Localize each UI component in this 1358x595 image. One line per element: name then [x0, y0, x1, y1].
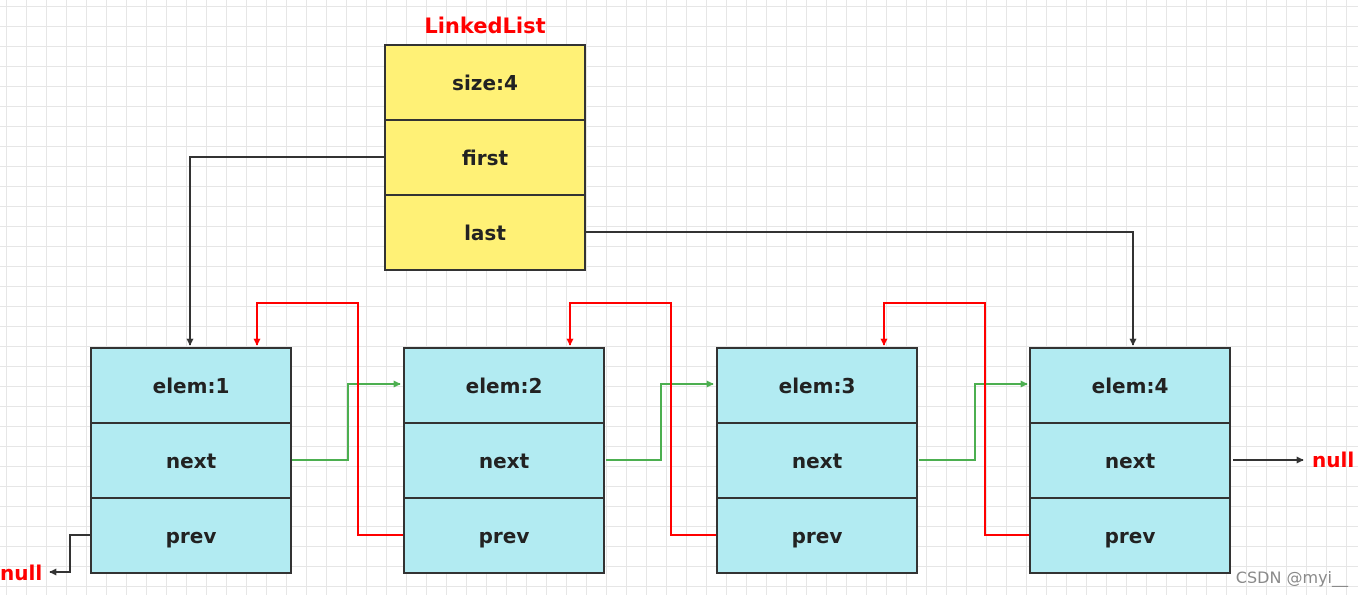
node-1-prev: prev	[90, 497, 292, 574]
size-field: size:4	[384, 44, 586, 121]
head-null-label: null	[0, 561, 43, 585]
first-field: first	[384, 119, 586, 196]
node-1-next: next	[90, 422, 292, 499]
prev-arrow-3-to-2	[566, 302, 716, 536]
last-field: last	[384, 194, 586, 271]
prev-arrow-4-to-3	[880, 302, 1029, 536]
node-1-elem: elem:1	[90, 347, 292, 424]
first-pointer-arrow	[186, 156, 384, 346]
node-3-prev: prev	[716, 497, 918, 574]
node-4-elem: elem:4	[1029, 347, 1231, 424]
node-2-elem: elem:2	[403, 347, 605, 424]
prev-arrow-2-to-1	[253, 302, 403, 536]
watermark: CSDN @myi__	[1235, 568, 1348, 587]
next-arrow-1-to-2	[292, 380, 401, 461]
node-4-next: next	[1029, 422, 1231, 499]
node-4-prev: prev	[1029, 497, 1231, 574]
next-arrow-2-to-3	[606, 380, 714, 461]
node-3-elem: elem:3	[716, 347, 918, 424]
node-2-prev: prev	[403, 497, 605, 574]
node-2-next: next	[403, 422, 605, 499]
tail-null-label: null	[1312, 448, 1355, 472]
linkedlist-title: LinkedList	[424, 14, 546, 38]
node-3-next: next	[716, 422, 918, 499]
head-prev-null-arrow	[49, 534, 90, 576]
next-arrow-3-to-4	[919, 380, 1028, 461]
last-pointer-arrow	[586, 231, 1137, 346]
